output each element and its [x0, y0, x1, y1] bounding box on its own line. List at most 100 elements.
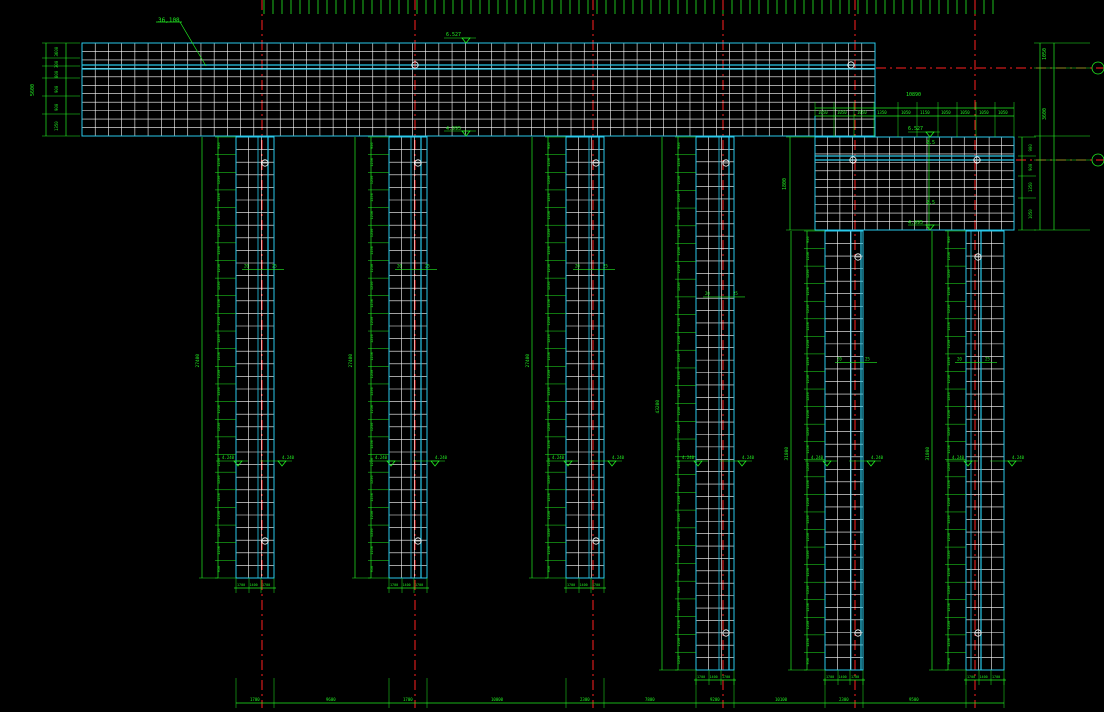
pile-dim-text: 950 [370, 566, 374, 573]
pile-dim-text: 1250 [677, 354, 681, 363]
pile-dim-text: 1250 [947, 550, 951, 559]
axis-marker [854, 253, 862, 261]
pile-dim-text: 950 [547, 566, 551, 573]
pile-bottom-text: 1400 [580, 583, 588, 587]
pile-dim-text: 1250 [947, 340, 951, 349]
pile-dim-text: 1250 [806, 357, 810, 366]
rebar-label: 25 [603, 263, 608, 268]
pile-dim-text: 1250 [217, 229, 221, 238]
pile-dim-text: 1250 [677, 318, 681, 327]
pile-dim-text: 1250 [217, 317, 221, 326]
pile-dim-text: 1250 [806, 498, 810, 507]
pile-dim-text: 1250 [370, 158, 374, 167]
pile-1: 950 1250 1250 1250 1250 1250 1250 1250 1250 1250 1… [195, 136, 295, 593]
pile-dim-text: 1250 [547, 546, 551, 555]
pile-dim-text: 1250 [370, 334, 374, 343]
pile-grid [565, 136, 605, 579]
pile-dim-text: 950 [677, 587, 681, 594]
pile-dim-text: 950 [677, 143, 681, 150]
small-cap-inner-dim-b: 2.5 [926, 200, 935, 206]
pile-dim-text: 1250 [547, 176, 551, 185]
dim-text: 3600 [54, 46, 59, 56]
rebar-label: 20 [705, 291, 710, 296]
dim-text: 300 [54, 60, 59, 68]
pile-dim-text: 1250 [547, 370, 551, 379]
small-cap-top-total: 10890 [906, 92, 921, 98]
pile-dim-text: 1250 [217, 476, 221, 485]
pile-dim-text: 1250 [547, 334, 551, 343]
pile-dim-text: 1250 [806, 410, 810, 419]
pile-dim-text: 1250 [547, 229, 551, 238]
pile-grid [235, 136, 275, 579]
pile-dim-text: 1250 [547, 158, 551, 167]
pile-dim-text: 1250 [217, 370, 221, 379]
axis-bubble [1091, 153, 1104, 167]
dim-text: 1050 [998, 110, 1008, 115]
pile-dim-text: 1250 [217, 511, 221, 520]
small-cap-grid [814, 136, 1015, 231]
pile-dim-text: 1250 [947, 269, 951, 278]
pile-dim-text: 1250 [947, 410, 951, 419]
pile-bottom-text: 1700 [262, 583, 270, 587]
grid-outline [565, 136, 605, 579]
pile-length-text: 31800 [784, 447, 790, 461]
dim-text: 900 [54, 85, 59, 93]
dim-text: 1050 [979, 110, 989, 115]
pile-dim-text: 1250 [677, 425, 681, 434]
pile-dim-text: 950 [217, 143, 221, 150]
pile-dim-text: 1250 [370, 264, 374, 273]
pile-dim-text: 1250 [947, 252, 951, 261]
rebar-label: 25 [985, 357, 990, 362]
pile-dim-text: 1250 [370, 405, 374, 414]
pile-dim-text: 1250 [370, 546, 374, 555]
pile-dim-text: 1250 [217, 281, 221, 290]
axis-marker [849, 156, 857, 164]
pile-length-text: 27400 [348, 354, 354, 368]
small-cap-inner-dim-a: 2.5 [926, 140, 935, 146]
pile-dim-text: 1250 [370, 193, 374, 202]
elevation-text: 4.240 [1012, 455, 1025, 460]
rebar-label: 25 [733, 291, 738, 296]
bottom-dim-text: 10100 [775, 697, 788, 702]
grid-outline [814, 136, 1015, 231]
dim-text: 1050 [960, 110, 970, 115]
pile-dim-text: 1250 [217, 246, 221, 255]
pile-dim-text: 1250 [370, 176, 374, 185]
pile-dim-text: 1250 [677, 282, 681, 291]
pile-dim-text: 1250 [677, 531, 681, 540]
dim-text: 1350 [1028, 182, 1033, 192]
pile-dim-text: 1250 [217, 528, 221, 537]
pile-dim-text: 1250 [677, 300, 681, 309]
pile-dim-text: 1250 [677, 638, 681, 647]
pile-dim-text: 1250 [947, 533, 951, 542]
dim-text: 1050 [818, 110, 828, 115]
pile-dim-text: 1250 [947, 480, 951, 489]
axis-marker [722, 159, 730, 167]
elevation-marker [607, 460, 617, 467]
pile-dim-text: 1250 [547, 440, 551, 449]
pile-dim-text: 1250 [547, 246, 551, 255]
pile-dim-text: 1250 [547, 528, 551, 537]
pile-dim-text: 1250 [947, 603, 951, 612]
dim-text: 1350 [877, 110, 887, 115]
pile-dim-text: 1250 [217, 546, 221, 555]
elevation-text: 4.240 [552, 455, 565, 460]
pile-bottom-text: 1400 [250, 583, 258, 587]
cap-right-top-dim: 1050 [1042, 48, 1048, 60]
pile-dim-text: 1250 [806, 586, 810, 595]
pile-bottom-text: 1700 [851, 675, 859, 679]
pile-dim-text: 1250 [806, 375, 810, 384]
elevation-marker [461, 130, 471, 137]
pile-dim-text: 1250 [217, 299, 221, 308]
top-ruler-ticks [263, 0, 994, 14]
pile-grid [965, 230, 1005, 671]
pile-dim-text: 1250 [947, 375, 951, 384]
pile-dim-text: 1250 [677, 158, 681, 167]
pile-dim-text: 1250 [677, 407, 681, 416]
pile-dim-text: 1250 [947, 392, 951, 401]
pile-dim-text: 1250 [677, 265, 681, 274]
pile-dim-text: 1250 [806, 322, 810, 331]
elevation-text: 4.240 [952, 455, 965, 460]
